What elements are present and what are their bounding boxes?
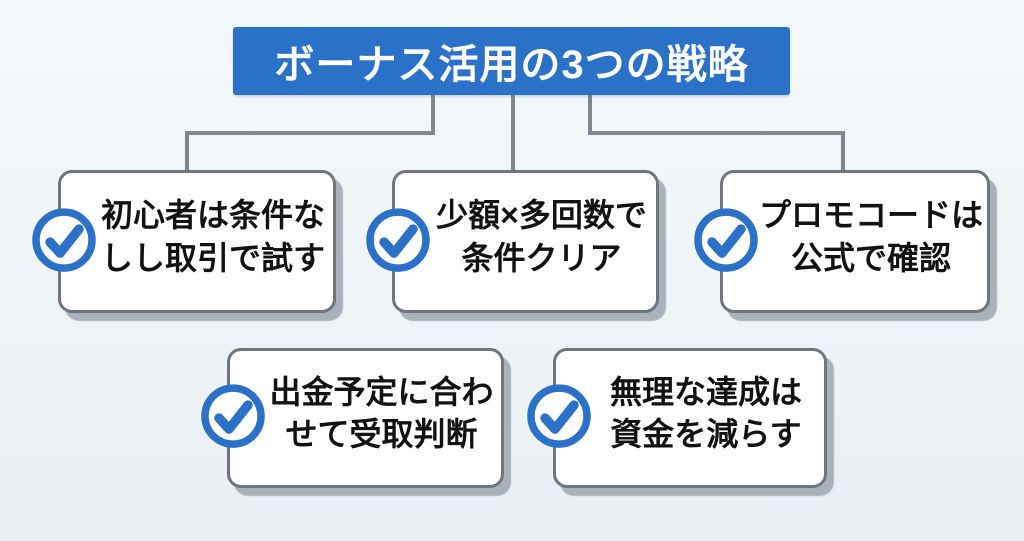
strategy-card-overreach-risk: 無理な達成は 資金を減らす bbox=[527, 348, 827, 488]
strategy-card-text: 初心者は条件な しし取引で試す bbox=[69, 194, 325, 288]
card-text-line: 条件クリア bbox=[461, 239, 622, 276]
strategy-card-text: 出金予定に合わ せて受取判断 bbox=[237, 371, 493, 465]
card-text-line: プロモコードは bbox=[758, 197, 983, 234]
strategy-card-beginner: 初心者は条件な しし取引で試す bbox=[32, 170, 336, 313]
connector-left bbox=[185, 95, 435, 172]
card-text-line: 初心者は条件な bbox=[100, 197, 325, 234]
card-text-line: せて受取判断 bbox=[285, 416, 478, 452]
strategy-card-small-trades: 少額×多回数で 条件クリア bbox=[366, 170, 659, 313]
check-icon bbox=[527, 384, 591, 448]
strategy-card-text: 無理な達成は 資金を減らす bbox=[578, 371, 802, 465]
card-text-line: 資金を減らす bbox=[610, 416, 802, 452]
strategy-card-text: 少額×多回数で 条件クリア bbox=[404, 194, 647, 288]
check-icon bbox=[201, 384, 265, 448]
connector-right bbox=[588, 95, 845, 172]
check-icon bbox=[32, 207, 96, 272]
check-icon bbox=[366, 207, 430, 272]
strategy-card-text: プロモコードは 公式で確認 bbox=[727, 194, 983, 288]
card-text-line: 無理な達成は bbox=[609, 373, 802, 410]
card-text-line: 少額×多回数で bbox=[436, 197, 647, 234]
strategy-card-withdrawal-timing: 出金予定に合わ せて受取判断 bbox=[201, 348, 504, 488]
card-text-line: 公式で確認 bbox=[790, 239, 951, 276]
check-icon bbox=[694, 207, 758, 272]
title-banner: ボーナス活用の3つの戦略 bbox=[233, 27, 790, 95]
card-text-line: 出金予定に合わ bbox=[269, 373, 494, 410]
card-text-line: しし取引で試す bbox=[100, 239, 325, 276]
strategy-card-promo-code: プロモコードは 公式で確認 bbox=[694, 170, 990, 313]
